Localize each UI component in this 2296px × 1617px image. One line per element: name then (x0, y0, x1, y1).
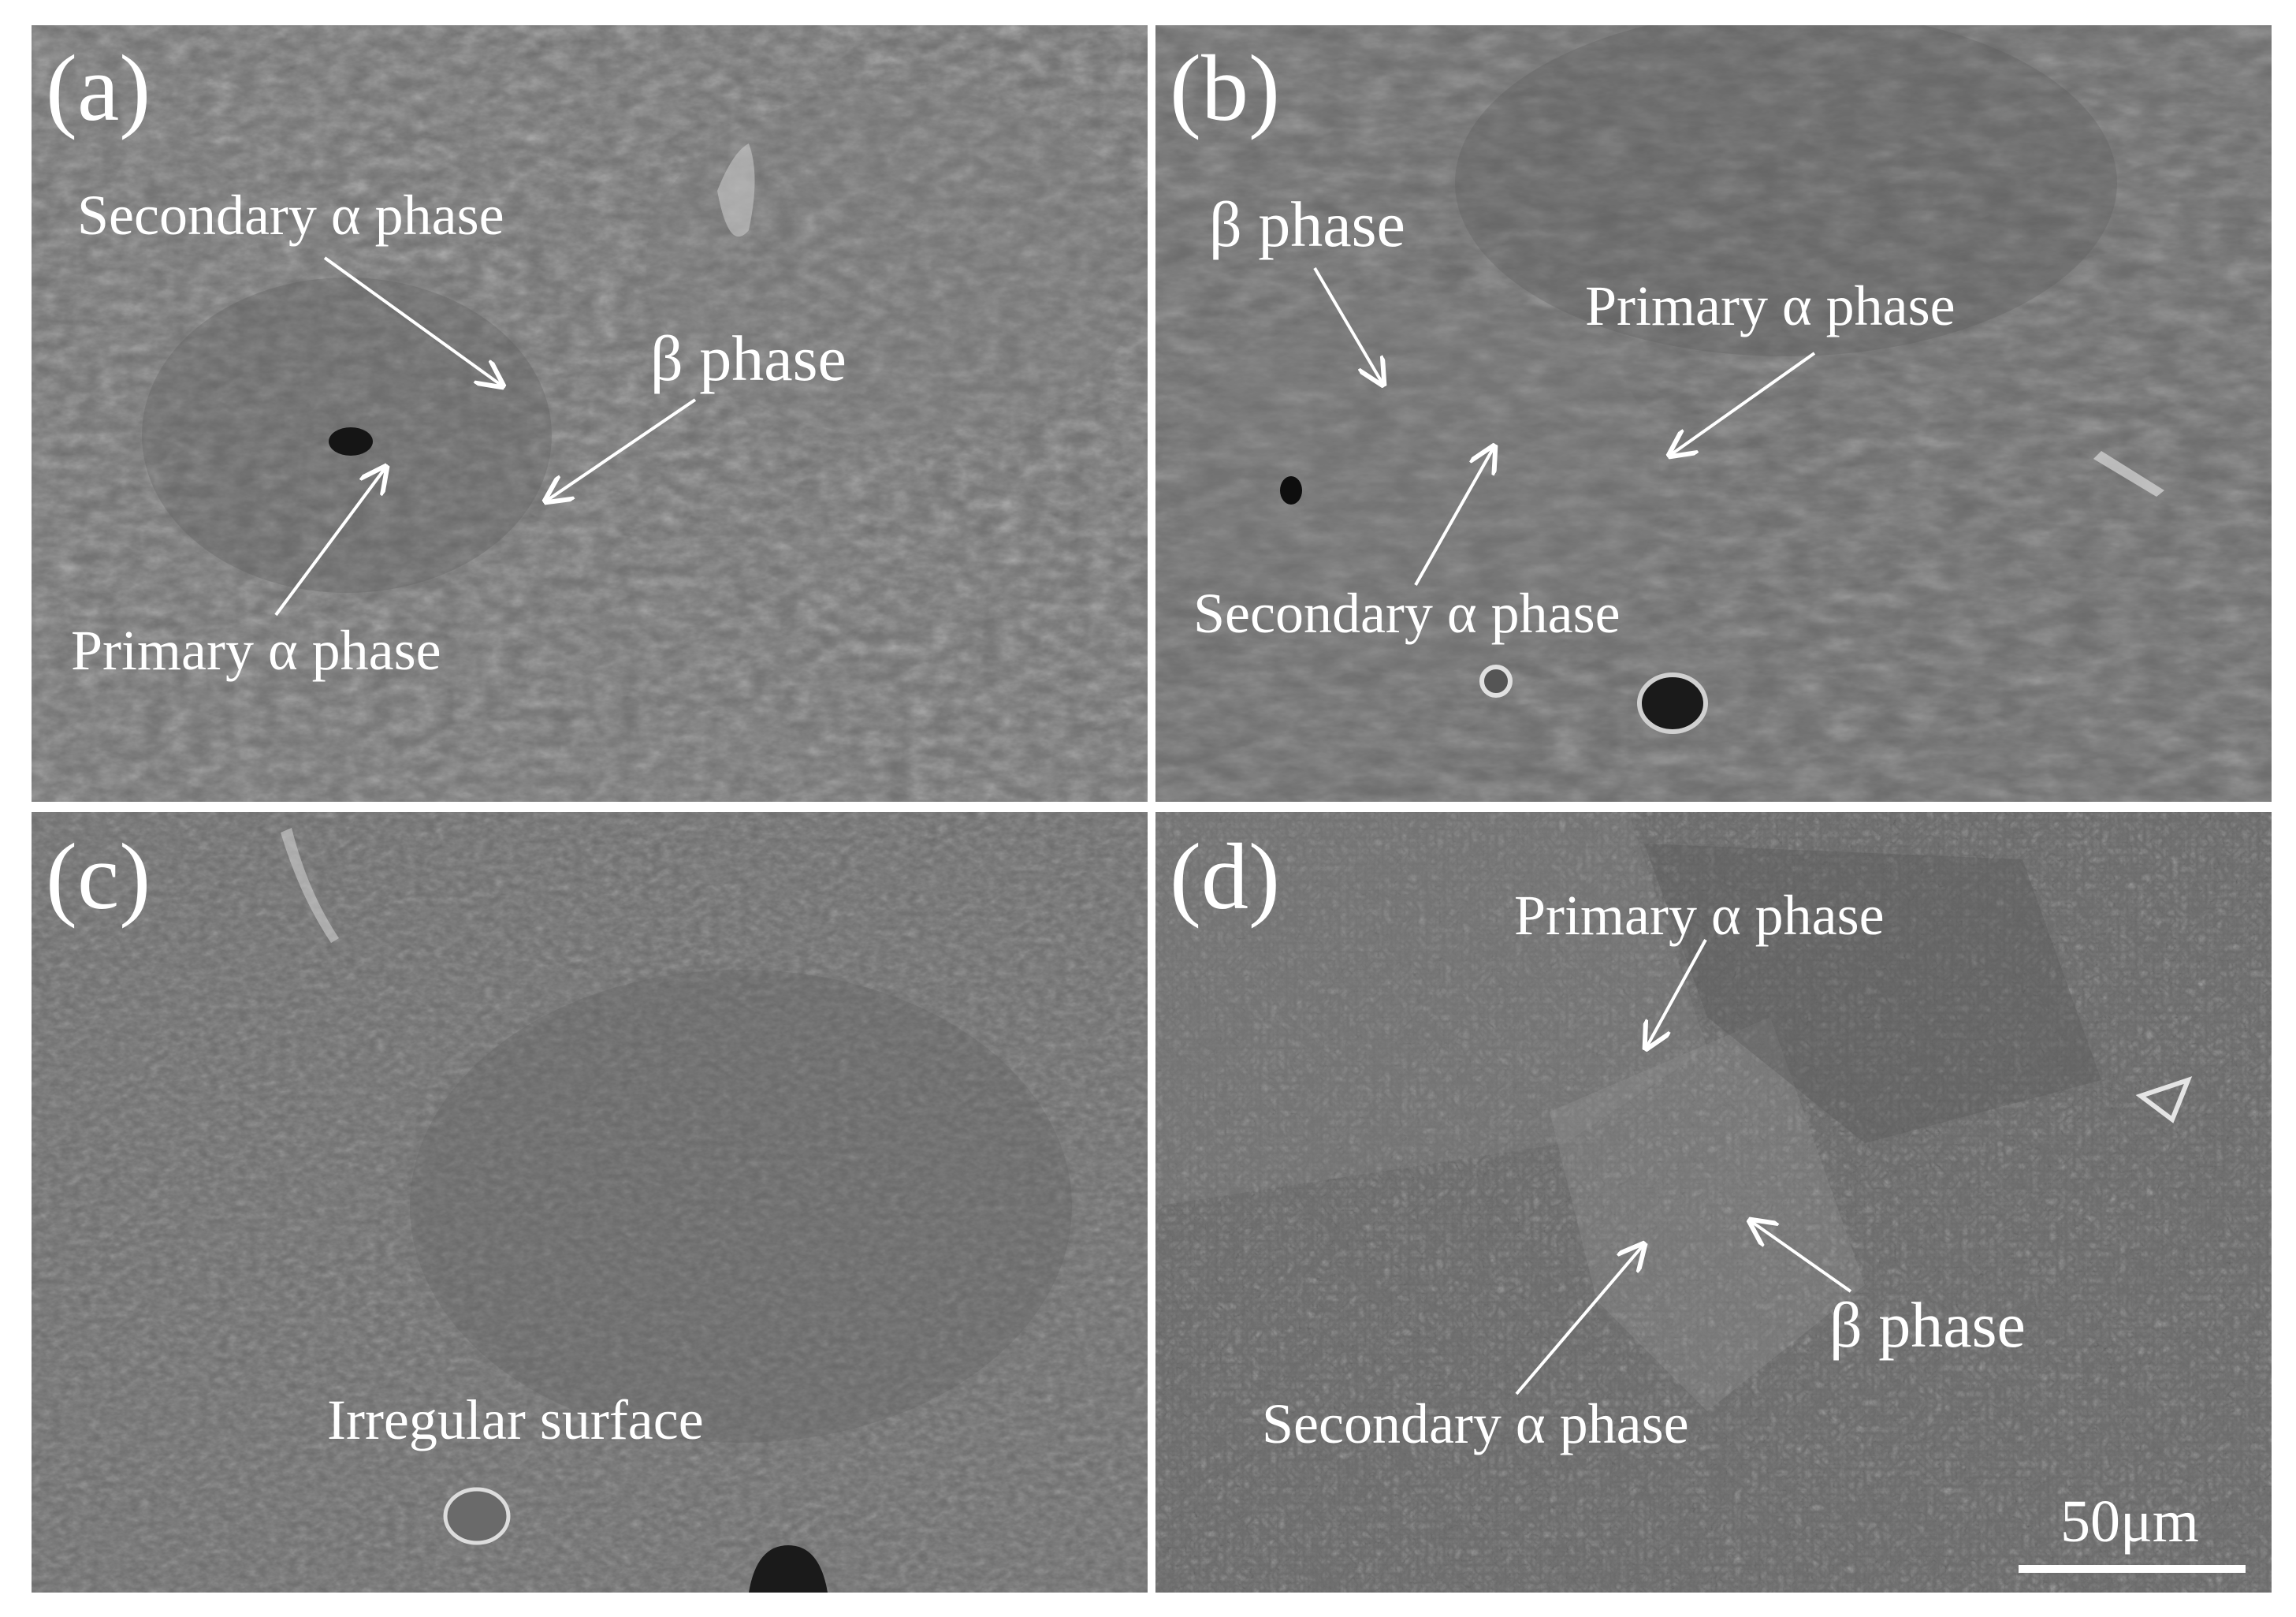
pore-a-1 (717, 143, 755, 237)
micrograph-b (1155, 25, 2272, 802)
annotation-primary-alpha-d: Primary α phase (1514, 884, 1885, 947)
annotation-secondary-alpha-d: Secondary α phase (1262, 1392, 1689, 1455)
annotation-secondary-alpha-a: Secondary α phase (77, 184, 504, 247)
panel-label-a: (a) (46, 35, 151, 140)
panel-c: (c) Irregular surface (32, 812, 1148, 1593)
panel-label-d: (d) (1170, 824, 1280, 929)
pore-b-2 (1637, 673, 1708, 734)
panel-b: (b) β phase Primary α phase Secondary α … (1155, 25, 2272, 802)
panel-a: (a) Secondary α phase β phase Primary α … (32, 25, 1148, 802)
annotation-primary-alpha-b: Primary α phase (1585, 274, 1956, 337)
scale-bar (2019, 1565, 2246, 1573)
pore-b-3 (1479, 665, 1513, 698)
pore-c-1 (443, 1487, 511, 1545)
scale-bar-label: 50μm (2060, 1488, 2199, 1555)
annotation-secondary-alpha-b: Secondary α phase (1193, 582, 1621, 645)
pore-b-1 (1280, 476, 1302, 505)
annotation-beta-b: β phase (1209, 188, 1405, 260)
micrograph-d (1155, 812, 2272, 1593)
panel-label-c: (c) (46, 824, 151, 929)
micrograph-c (32, 812, 1148, 1593)
annotation-beta-d: β phase (1829, 1289, 2026, 1361)
annotation-beta-a: β phase (650, 322, 847, 394)
panel-label-b: (b) (1170, 35, 1280, 140)
micrograph-a (32, 25, 1148, 802)
panel-d: (d) Primary α phase β phase Secondary α … (1155, 812, 2272, 1593)
annotation-irregular-surface-c: Irregular surface (327, 1388, 704, 1451)
annotation-primary-alpha-a: Primary α phase (71, 619, 441, 682)
pore-a-2 (329, 427, 373, 456)
